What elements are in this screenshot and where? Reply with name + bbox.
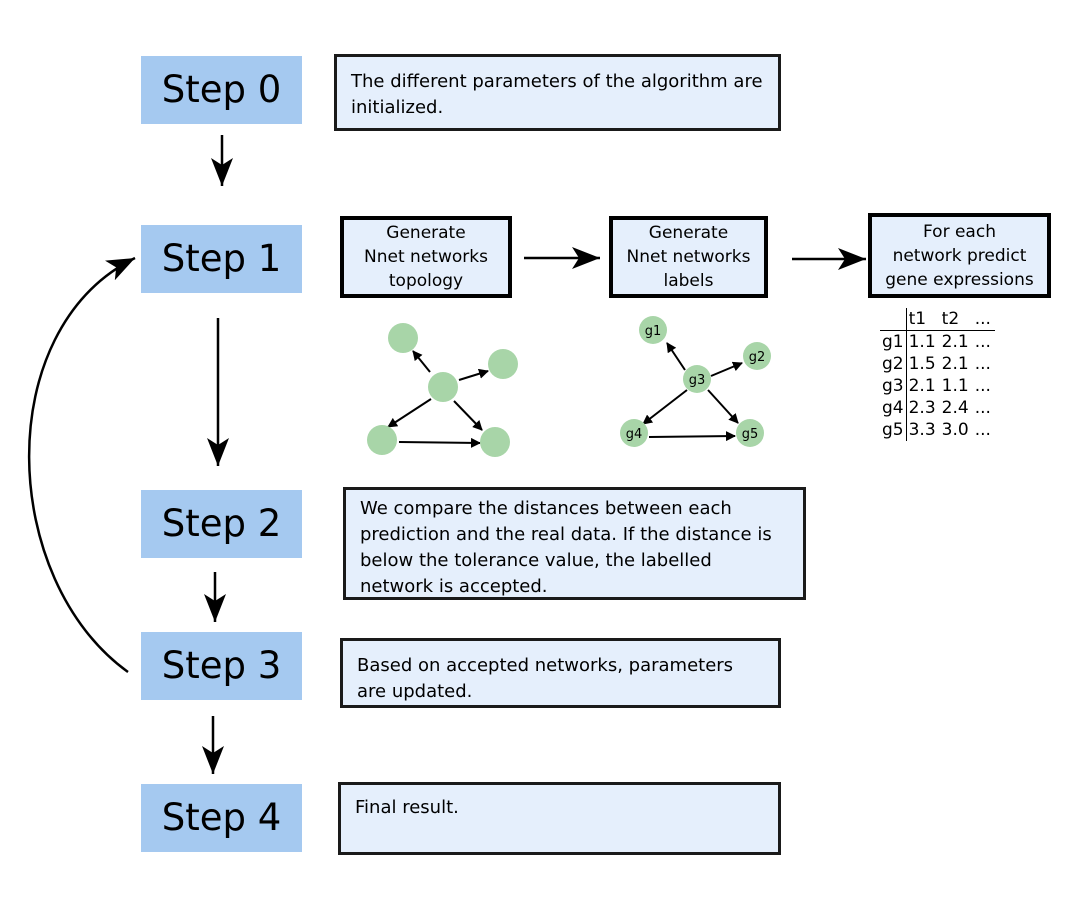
row-header: g5	[880, 419, 907, 441]
node-label: g3	[689, 373, 706, 388]
topology-graph	[367, 323, 518, 457]
node-label: g4	[626, 427, 643, 442]
gene-expression-table: t1 t2 ... g1 1.1 2.1 ... g2 1.5 2.1 ... …	[880, 308, 995, 441]
table-cell: 2.4	[941, 398, 969, 418]
process-line: network predict	[892, 245, 1027, 266]
step-4-label: Step 4	[141, 784, 302, 852]
graph-node	[480, 427, 510, 457]
graph-node	[428, 372, 458, 402]
column-header: t1	[906, 308, 940, 331]
graph-node-g5	[736, 419, 764, 447]
graph-node-g2	[743, 342, 771, 370]
process-line: For each	[923, 221, 996, 242]
row-header: g3	[880, 375, 907, 397]
row-header: g4	[880, 397, 907, 419]
table-cell: 3.3	[908, 420, 936, 440]
generate-labels-box: Generate Nnet networks labels	[609, 216, 768, 298]
process-line: topology	[388, 271, 464, 291]
table-header-row: t1 t2 ...	[880, 308, 995, 331]
table-cell: 2.1	[908, 376, 936, 396]
table-cell: 2.1	[941, 354, 969, 374]
column-header: ...	[972, 308, 995, 331]
generate-topology-box: Generate Nnet networks topology	[340, 216, 512, 298]
loop-back-arrow	[27, 256, 136, 674]
step-0-label: Step 0	[141, 56, 302, 124]
table-cell: ...	[974, 376, 991, 396]
table-cell: 2.1	[941, 332, 969, 352]
graph-node-g3	[683, 365, 711, 393]
predict-expressions-box: For each network predict gene expression…	[868, 213, 1051, 298]
table-row: g5 3.3 3.0 ...	[880, 419, 995, 441]
step-3-label: Step 3	[141, 632, 302, 700]
process-line: Generate	[648, 223, 729, 243]
table-cell: 3.0	[941, 420, 969, 440]
process-line: Generate	[386, 223, 466, 243]
labelled-graph: g1 g2 g3 g4 g5	[620, 316, 771, 447]
process-line: Nnet networks	[626, 247, 751, 267]
column-header: t2	[939, 308, 973, 331]
table-cell: 2.3	[908, 398, 936, 418]
node-label: g2	[749, 350, 766, 365]
graph-node	[367, 425, 397, 455]
process-line: labels	[663, 271, 714, 291]
step-1-label: Step 1	[141, 225, 302, 293]
step-0-description: The different parameters of the algorith…	[334, 54, 781, 131]
step-3-description: Based on accepted networks, parameters a…	[340, 638, 781, 708]
graph-node-g1	[639, 316, 667, 344]
table-cell: 1.1	[908, 332, 936, 352]
node-label: g5	[742, 427, 759, 442]
table-cell: 1.5	[908, 354, 936, 374]
step-2-label: Step 2	[141, 490, 302, 558]
graph-node	[388, 323, 418, 353]
table-row: g3 2.1 1.1 ...	[880, 375, 995, 397]
table-row: g2 1.5 2.1 ...	[880, 353, 995, 375]
table-cell: ...	[974, 354, 991, 374]
graph-node-g4	[620, 419, 648, 447]
table-cell: 1.1	[941, 376, 969, 396]
step-4-description: Final result.	[338, 782, 781, 855]
node-label: g1	[645, 324, 662, 339]
step-2-description: We compare the distances between each pr…	[343, 487, 806, 600]
process-line: gene expressions	[885, 269, 1034, 290]
table-cell: ...	[974, 398, 991, 418]
table-corner	[880, 308, 907, 331]
process-line: Nnet networks	[364, 247, 488, 267]
table-row: g1 1.1 2.1 ...	[880, 330, 995, 353]
row-header: g1	[880, 330, 907, 353]
row-header: g2	[880, 353, 907, 375]
table-cell: ...	[974, 332, 991, 352]
table-row: g4 2.3 2.4 ...	[880, 397, 995, 419]
graph-node	[488, 349, 518, 379]
table-cell: ...	[974, 420, 991, 440]
